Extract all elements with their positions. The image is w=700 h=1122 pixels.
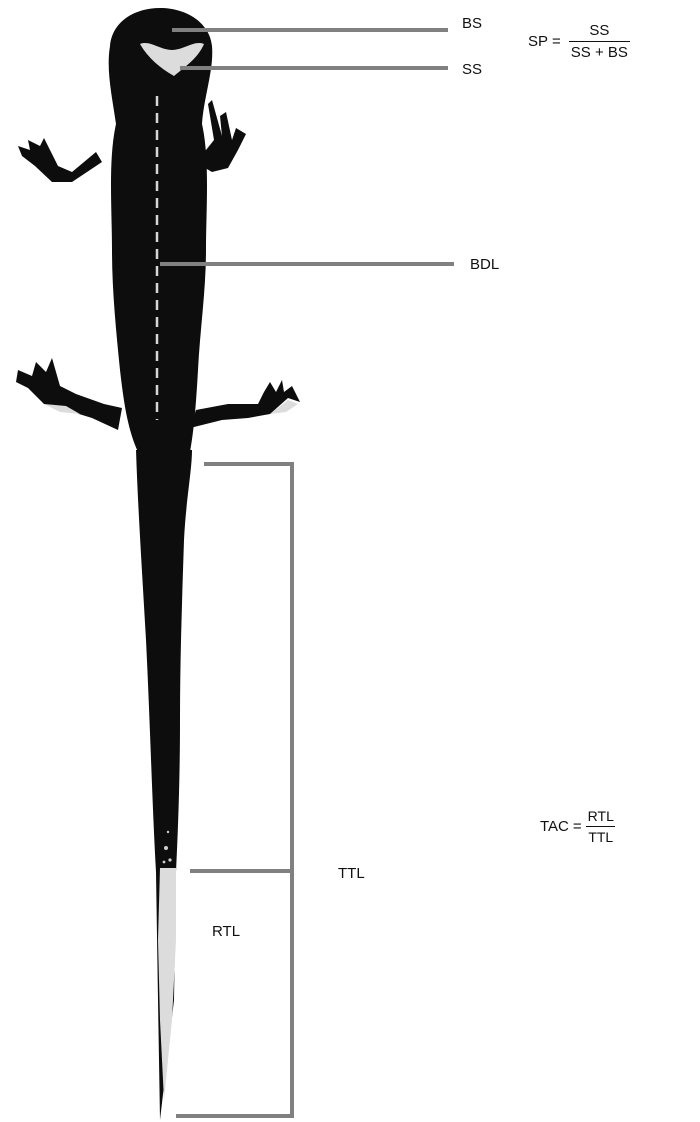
tac-formula-denominator: TTL bbox=[586, 826, 615, 845]
tac-formula-numerator: RTL bbox=[586, 808, 616, 826]
head-and-trunk bbox=[109, 8, 213, 452]
label-bdl: BDL bbox=[470, 257, 499, 272]
tac-formula-lhs: TAC bbox=[540, 818, 569, 835]
salamander-silhouette bbox=[16, 8, 300, 1120]
sp-formula: SP = SS SS + BS bbox=[528, 22, 630, 61]
tac-formula-fraction: RTL TTL bbox=[586, 808, 616, 845]
tac-formula-equals: = bbox=[573, 818, 582, 835]
sp-formula-numerator: SS bbox=[587, 22, 611, 41]
left-forelimb bbox=[18, 138, 102, 182]
label-ttl: TTL bbox=[338, 866, 365, 881]
label-ss: SS bbox=[462, 62, 482, 77]
sp-formula-fraction: SS SS + BS bbox=[569, 22, 630, 61]
sp-formula-denominator: SS + BS bbox=[569, 41, 630, 61]
ttl-bracket bbox=[176, 464, 292, 1116]
label-bs: BS bbox=[462, 16, 482, 31]
left-hindlimb bbox=[16, 358, 122, 430]
label-rtl: RTL bbox=[212, 924, 240, 939]
sp-formula-lhs: SP bbox=[528, 33, 548, 50]
sp-formula-equals: = bbox=[552, 33, 561, 50]
tac-formula: TAC = RTL TTL bbox=[540, 808, 616, 845]
